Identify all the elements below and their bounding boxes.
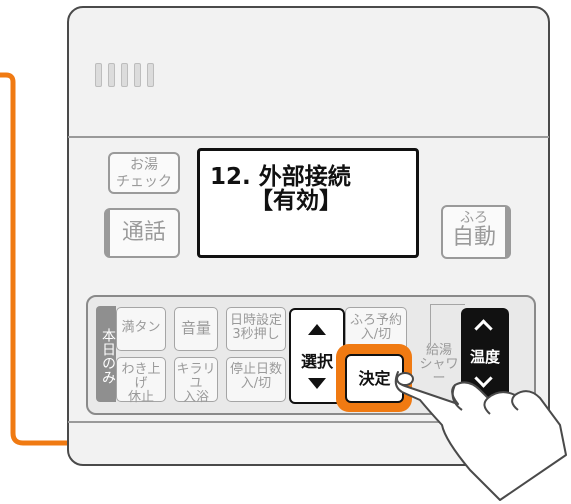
kirari-bath-label-1: キラリユ xyxy=(176,362,216,391)
temperature-label: 温度 xyxy=(469,348,500,366)
reheat-pause-label-1: わき上げ xyxy=(121,362,161,391)
triangle-up-icon xyxy=(308,324,326,335)
lid-divider xyxy=(68,136,549,138)
select-label: 選択 xyxy=(300,352,333,371)
stop-days-label-2: 入/切 xyxy=(240,376,272,391)
intercom-button[interactable]: 通話 xyxy=(104,208,180,258)
today-only-label: 本日のみ xyxy=(96,306,116,402)
datetime-label-2: 3秒押し xyxy=(232,327,280,342)
confirm-label: 決定 xyxy=(358,369,391,388)
bath-reservation-label-2: 入/切 xyxy=(360,327,392,342)
volume-label: 音量 xyxy=(180,319,211,337)
ofuro-check-label-1: お湯 xyxy=(130,157,158,173)
bottom-edge-line xyxy=(68,421,549,423)
bath-reservation-button[interactable]: ふろ予約 入/切 xyxy=(345,307,407,351)
kirari-bath-button[interactable]: キラリユ 入浴 xyxy=(174,357,218,405)
display-line-2: 【有効】 xyxy=(250,188,342,214)
reheat-pause-button[interactable]: わき上げ 休止 xyxy=(116,357,166,405)
reheat-pause-label-2: 休止 xyxy=(127,390,154,405)
stop-days-button[interactable]: 停止日数 入/切 xyxy=(226,357,286,402)
ofuro-check-button[interactable]: お湯 チェック xyxy=(108,152,180,194)
auto-bath-label-1: ふろ xyxy=(460,210,488,226)
confirm-button[interactable]: 決定 xyxy=(345,354,404,403)
hot-water-shower-button[interactable]: 給湯 シャワー xyxy=(418,340,460,386)
stop-days-label-1: 停止日数 xyxy=(229,362,282,377)
auto-bath-label-2: 自動 xyxy=(451,225,496,250)
datetime-setting-button[interactable]: 日時設定 3秒押し xyxy=(226,307,286,351)
select-button[interactable]: 選択 xyxy=(289,308,345,404)
auto-bath-button[interactable]: ふろ 自動 xyxy=(441,205,511,259)
kirari-bath-label-2: 入浴 xyxy=(182,390,209,405)
hot-water-label-1: 給湯 xyxy=(425,343,452,358)
full-tank-button[interactable]: 満タン xyxy=(116,307,166,351)
triangle-down-icon xyxy=(308,378,326,389)
volume-button[interactable]: 音量 xyxy=(174,307,218,351)
hot-water-frame xyxy=(430,304,465,345)
full-tank-label: 満タン xyxy=(121,320,161,335)
bath-reservation-label-1: ふろ予約 xyxy=(349,313,402,328)
intercom-label: 通話 xyxy=(121,220,166,245)
speaker-vents xyxy=(95,63,154,87)
datetime-label-1: 日時設定 xyxy=(229,313,282,328)
lcd-display: 12. 外部接続 【有効】 xyxy=(197,148,419,258)
ofuro-check-label-2: チェック xyxy=(116,174,172,190)
display-line-1: 12. 外部接続 xyxy=(210,164,351,190)
hot-water-label-2: シャワー xyxy=(419,357,459,386)
